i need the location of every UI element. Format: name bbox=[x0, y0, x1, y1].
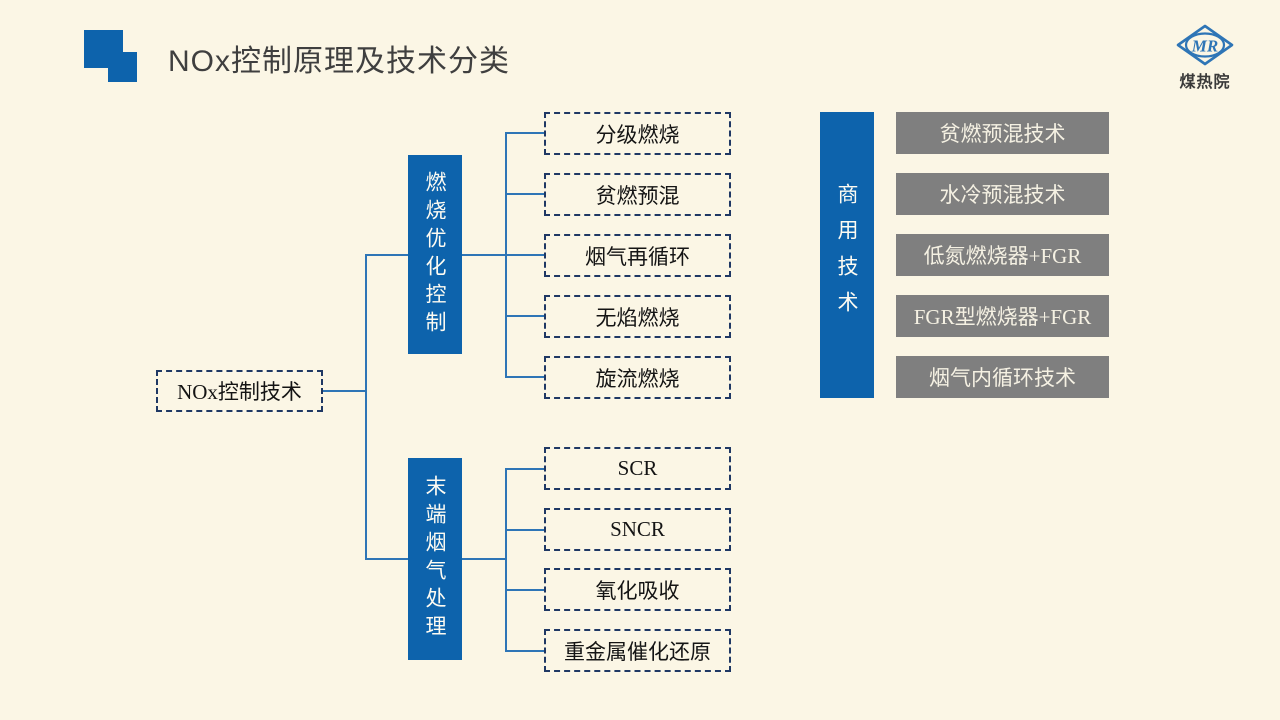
connector-branch1-stub-4 bbox=[505, 315, 544, 317]
node-commercial-internal-flue-gas-recirculation: 烟气内循环技术 bbox=[896, 356, 1109, 398]
node-commercial-water-cooled-premix-tech: 水冷预混技术 bbox=[896, 173, 1109, 215]
connector-branch1-in bbox=[365, 254, 408, 256]
node-leaf-staged-combustion: 分级燃烧 bbox=[544, 112, 731, 155]
connector-branch1-stub-1 bbox=[505, 132, 544, 134]
title-decoration-square-small bbox=[108, 52, 137, 82]
page-title: NOx控制原理及技术分类 bbox=[168, 45, 510, 78]
node-leaf-flameless-combustion: 无焰燃烧 bbox=[544, 295, 731, 338]
connector-branch2-stub-2 bbox=[505, 529, 544, 531]
connector-branch2-out bbox=[462, 558, 507, 560]
company-logo: MR 煤热院 bbox=[1172, 24, 1238, 92]
node-leaf-oxidation-absorption: 氧化吸收 bbox=[544, 568, 731, 611]
node-leaf-lean-premix: 贫燃预混 bbox=[544, 173, 731, 216]
node-leaf-flue-gas-recirculation: 烟气再循环 bbox=[544, 234, 731, 277]
node-leaf-heavy-metal-catalytic-reduction: 重金属催化还原 bbox=[544, 629, 731, 672]
branch-label: 燃烧优化控制 bbox=[423, 170, 447, 339]
node-leaf-scr: SCR bbox=[544, 447, 731, 490]
connector-branch2-stub-1 bbox=[505, 468, 544, 470]
connector-branch1-stub-3 bbox=[505, 254, 544, 256]
svg-text:MR: MR bbox=[1191, 37, 1218, 56]
node-leaf-swirl-combustion: 旋流燃烧 bbox=[544, 356, 731, 399]
node-leaf-sncr: SNCR bbox=[544, 508, 731, 551]
connector-branch2-stub-4 bbox=[505, 650, 544, 652]
connector-branch2-stub-3 bbox=[505, 589, 544, 591]
connector-branch1-stub-5 bbox=[505, 376, 544, 378]
node-branch-end-flue-gas-treatment: 末端烟气处理 bbox=[408, 458, 462, 660]
mr-logo-icon: MR bbox=[1176, 24, 1234, 66]
connector-branch1-stub-2 bbox=[505, 193, 544, 195]
node-root: NOx控制技术 bbox=[156, 370, 323, 412]
commercial-label: 商用技术 bbox=[835, 183, 859, 327]
branch-label: 末端烟气处理 bbox=[423, 475, 447, 643]
connector-branch2-in bbox=[365, 558, 408, 560]
connector-branch1-out bbox=[462, 254, 507, 256]
connector-main-spine bbox=[365, 254, 367, 560]
node-commercial-lean-premix-tech: 贫燃预混技术 bbox=[896, 112, 1109, 154]
logo-caption: 煤热院 bbox=[1179, 74, 1231, 91]
node-commercial-fgr-burner-fgr: FGR型燃烧器+FGR bbox=[896, 295, 1109, 337]
connector-root-h bbox=[323, 390, 367, 392]
connector-branch2-spine bbox=[505, 468, 507, 652]
node-branch-combustion-optimization: 燃烧优化控制 bbox=[408, 155, 462, 354]
node-commercial-low-nox-burner-fgr: 低氮燃烧器+FGR bbox=[896, 234, 1109, 276]
node-commercial-technology: 商用技术 bbox=[820, 112, 874, 398]
